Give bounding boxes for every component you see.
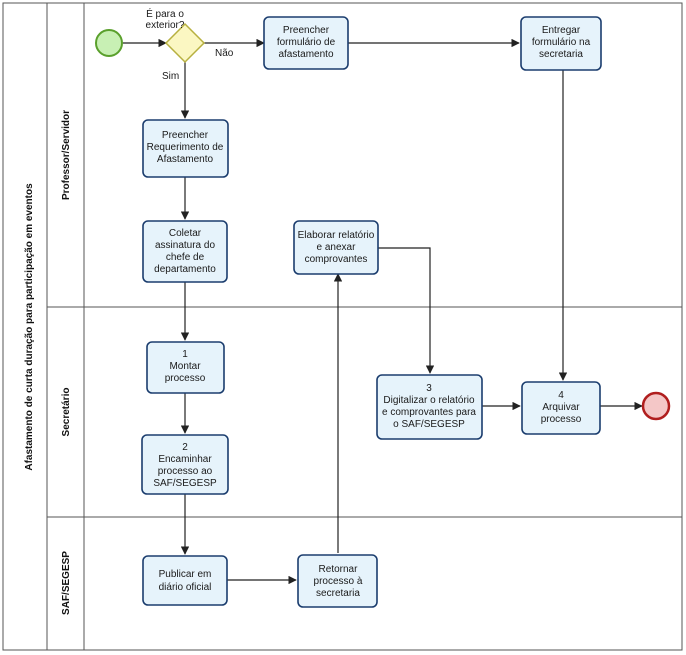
exclusive-gateway[interactable] (164, 22, 206, 64)
task-arquivar-processo[interactable]: 4 Arquivar processo (521, 381, 601, 435)
task-label: Arquivar (542, 402, 580, 413)
task-preencher-requerimento[interactable]: Preencher Requerimento de Afastamento (142, 119, 229, 178)
task-label: chefe de (166, 252, 205, 263)
task-label: processo ao (158, 466, 213, 477)
flow-elaborar-digitalizar (378, 247, 435, 374)
task-label: e anexar (317, 242, 357, 253)
end-event[interactable] (641, 391, 671, 421)
task-label: diário oficial (159, 582, 212, 593)
task-publicar-diario[interactable]: Publicar em diário oficial (142, 555, 228, 606)
task-label: Afastamento (157, 154, 214, 165)
task-coletar-assinatura[interactable]: Coletar assinatura do chefe de departame… (142, 220, 228, 283)
task-encaminhar-processo[interactable]: 2 Encaminhar processo ao SAF/SEGESP (141, 434, 229, 495)
task-label: Preencher (283, 25, 330, 36)
task-label: Digitalizar o relatório (383, 395, 475, 406)
pool-title: Afastamento de curta duração para partic… (24, 183, 35, 471)
task-label: Publicar em (159, 569, 212, 580)
task-label: o SAF/SEGESP (393, 419, 465, 430)
task-label: e comprovantes para (382, 407, 476, 418)
task-label: Elaborar relatório (298, 230, 375, 241)
task-label: processo (541, 414, 582, 425)
task-label: Montar (169, 361, 201, 372)
task-label: secretaria (316, 588, 360, 599)
task-label: formulário na (532, 37, 591, 48)
gateway-question-line-1: É para o (146, 7, 184, 20)
task-entregar-formulario[interactable]: Entregar formulário na secretaria (520, 16, 602, 71)
task-elaborar-relatorio[interactable]: Elaborar relatório e anexar comprovantes (293, 220, 379, 275)
task-label: afastamento (278, 49, 333, 60)
task-label: departamento (154, 264, 216, 275)
task-label: comprovantes (305, 254, 368, 265)
gateway-yes-label: Sim (162, 71, 179, 82)
task-label: assinatura do (155, 240, 215, 251)
task-label: Retornar (319, 564, 359, 575)
task-digitalizar-relatorio[interactable]: 3 Digitalizar o relatório e comprovantes… (376, 374, 483, 440)
gateway-no-label: Não (215, 48, 234, 59)
lane-title-safsegesp: SAF/SEGESP (61, 551, 72, 615)
task-label: Coletar (169, 228, 202, 239)
task-label: secretaria (539, 49, 583, 60)
task-label: Preencher (162, 130, 209, 141)
start-event[interactable] (95, 29, 123, 57)
task-label: 2 (182, 442, 188, 453)
task-label: processo à (314, 576, 363, 587)
task-label: formulário de (277, 37, 336, 48)
lane-title-secretario: Secretário (61, 388, 72, 437)
task-label: 4 (558, 390, 564, 401)
task-retornar-processo[interactable]: Retornar processo à secretaria (297, 554, 378, 608)
task-preencher-formulario[interactable]: Preencher formulário de afastamento (263, 16, 349, 70)
lane-title-professor: Professor/Servidor (61, 110, 72, 200)
gateway-question-line-2: exterior? (146, 20, 185, 31)
task-label: processo (165, 373, 206, 384)
task-label: SAF/SEGESP (153, 478, 217, 489)
task-label: 3 (426, 383, 432, 394)
task-label: Encaminhar (158, 454, 212, 465)
task-label: Entregar (542, 25, 581, 36)
task-label: Requerimento de (147, 142, 224, 153)
sequence-flows (123, 38, 643, 585)
task-label: 1 (182, 349, 188, 360)
task-montar-processo[interactable]: 1 Montar processo (146, 341, 225, 394)
